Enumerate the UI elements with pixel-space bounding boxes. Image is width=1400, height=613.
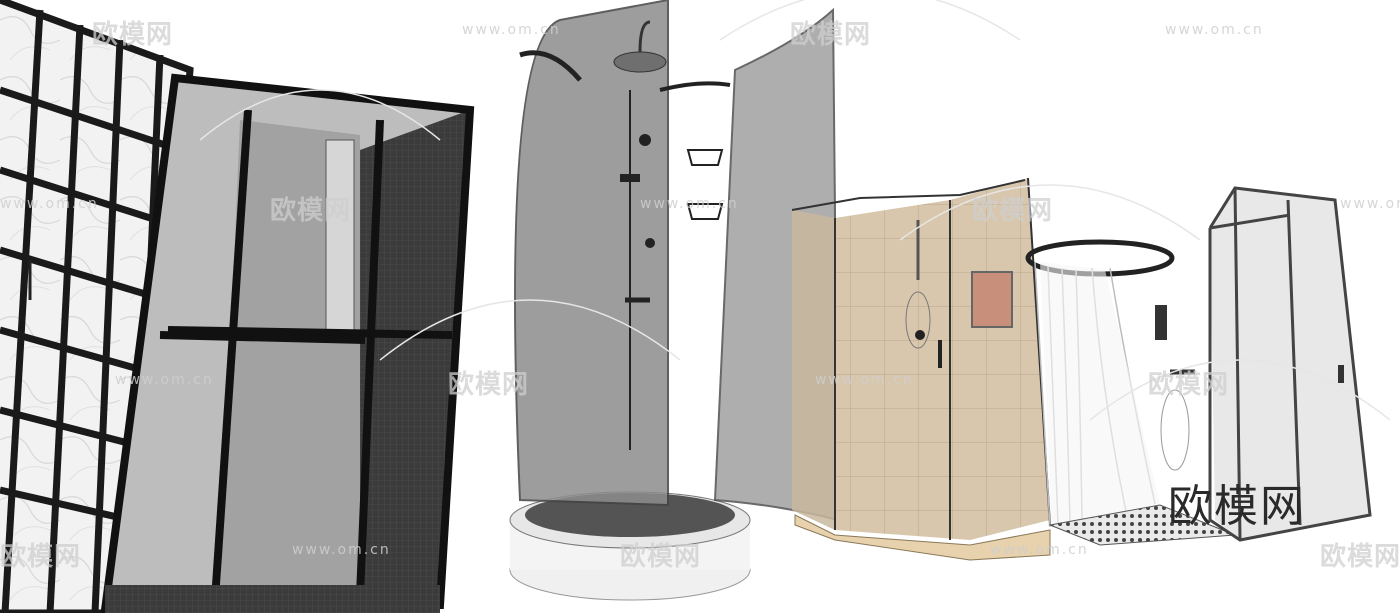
beige-tile-corner-shower	[791, 177, 1051, 561]
round-rail-curtain-shower	[1025, 239, 1236, 546]
white-frame-sliding-shower	[1208, 186, 1372, 542]
watermark-arcs	[199, 0, 1391, 421]
curved-glass-shower-with-tray	[509, 0, 840, 601]
site-logo: 欧模网	[1168, 481, 1306, 532]
